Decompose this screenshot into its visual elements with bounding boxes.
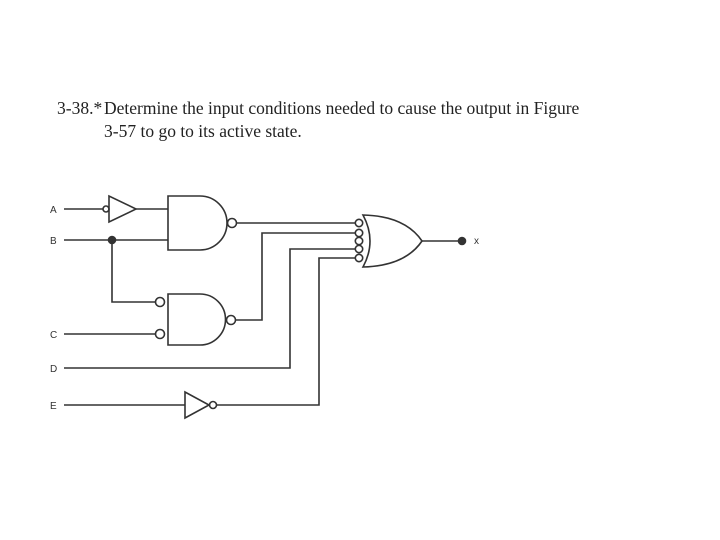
problem-text-1: Determine the input conditions needed to… — [104, 98, 580, 118]
buffer-input-bubble — [102, 205, 110, 213]
nand-bottom-input-bubble-1 — [154, 296, 166, 308]
or-input-bubble-5 — [354, 253, 364, 263]
input-label-e: E — [50, 401, 57, 412]
problem-line-1: 3-38.*Determine the input conditions nee… — [57, 97, 697, 120]
problem-statement: 3-38.*Determine the input conditions nee… — [57, 97, 697, 143]
nand-gate-top — [167, 195, 228, 251]
wire-inverter-to-or — [217, 257, 355, 406]
wire-d — [64, 248, 355, 369]
buffer-gate — [108, 194, 138, 224]
nand-bottom-input-bubble-2 — [154, 328, 166, 340]
nand-top-output-bubble — [226, 217, 238, 229]
inverter-e-output-bubble — [208, 400, 218, 410]
or-input-bubble-1 — [354, 218, 364, 228]
wire-nand2-to-or — [236, 232, 355, 321]
or-input-bubble-2 — [354, 228, 364, 238]
output-terminal-dot — [457, 236, 467, 246]
or-gate — [361, 214, 423, 268]
problem-line-2: 3-57 to go to its active state. — [104, 121, 302, 141]
or-input-bubble-4 — [354, 244, 364, 254]
input-label-d: D — [50, 364, 57, 375]
input-label-a: A — [50, 205, 57, 216]
nand-gate-bottom — [167, 293, 227, 346]
inverter-gate-e — [184, 390, 211, 420]
input-label-b: B — [50, 236, 57, 247]
input-label-c: C — [50, 330, 57, 341]
wire-b-to-nand2 — [111, 240, 155, 303]
problem-number: 3-38.* — [57, 98, 103, 118]
nand-bottom-output-bubble — [225, 314, 237, 326]
output-label-x: x — [474, 236, 479, 247]
or-input-bubble-3 — [354, 236, 364, 246]
